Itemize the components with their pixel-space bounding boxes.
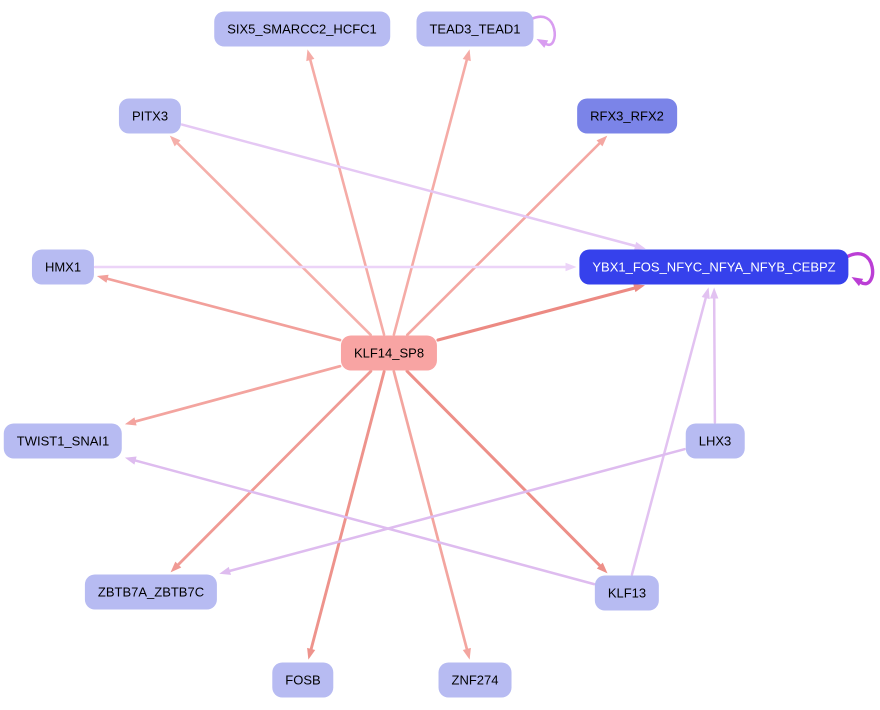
edge-line bbox=[712, 297, 717, 424]
node-ZNF274[interactable]: ZNF274 bbox=[438, 662, 512, 698]
edge-KLF13--YBX1_FOS_NFYC_NFYA_NFYB_CEBPZ bbox=[630, 287, 710, 576]
edge-line bbox=[392, 58, 469, 336]
node-KLF14_SP8[interactable]: KLF14_SP8 bbox=[340, 335, 438, 371]
node-HMX1[interactable]: HMX1 bbox=[31, 249, 95, 285]
edge-line bbox=[228, 447, 686, 573]
arrowhead bbox=[701, 287, 710, 300]
edge-line bbox=[176, 142, 372, 337]
edge-YBX1_FOS_NFYC_NFYA_NFYB_CEBPZ--YBX1_FOS_NFYC_NFYA_NFYB_CEBPZ bbox=[842, 252, 875, 287]
node-FOSB[interactable]: FOSB bbox=[272, 662, 334, 698]
edge-line bbox=[405, 369, 602, 568]
arrowhead bbox=[462, 49, 471, 62]
edge-KLF14_SP8--SIX5_SMARCC2_HCFC1 bbox=[306, 49, 386, 336]
arrowhead bbox=[124, 417, 137, 426]
arrowhead bbox=[851, 277, 864, 287]
arrowhead bbox=[170, 561, 182, 573]
edge-line bbox=[176, 369, 373, 566]
edge-LHX3--ZBTB7A_ZBTB7C bbox=[219, 447, 686, 575]
edge-KLF14_SP8--RFX3_RFX2 bbox=[405, 135, 608, 337]
edge-line bbox=[309, 58, 386, 336]
arrowhead bbox=[462, 647, 471, 660]
edge-line bbox=[134, 459, 596, 586]
edge-KLF14_SP8--TEAD3_TEAD1 bbox=[392, 49, 471, 336]
edge-PITX3--YBX1_FOS_NFYC_NFYA_NFYB_CEBPZ bbox=[180, 123, 646, 250]
edge-line bbox=[405, 142, 601, 337]
node-KLF13[interactable]: KLF13 bbox=[594, 575, 660, 611]
node-TEAD3_TEAD1[interactable]: TEAD3_TEAD1 bbox=[416, 11, 534, 47]
edge-KLF14_SP8--PITX3 bbox=[169, 135, 372, 337]
arrowhead bbox=[709, 287, 719, 299]
edge-line bbox=[134, 364, 342, 423]
arrowhead bbox=[169, 135, 181, 147]
arrowhead bbox=[124, 456, 137, 465]
node-ZBTB7A_ZBTB7C[interactable]: ZBTB7A_ZBTB7C bbox=[84, 574, 218, 610]
arrowhead bbox=[307, 647, 316, 660]
edge-HMX1--YBX1_FOS_NFYC_NFYA_NFYB_CEBPZ bbox=[93, 262, 577, 272]
edge-TEAD3_TEAD1--TEAD3_TEAD1 bbox=[528, 15, 557, 48]
edge-KLF14_SP8--FOSB bbox=[307, 370, 386, 660]
node-PITX3[interactable]: PITX3 bbox=[118, 98, 182, 134]
arrowhead bbox=[633, 284, 645, 293]
edge-KLF14_SP8--KLF13 bbox=[405, 369, 608, 574]
edge-KLF14_SP8--YBX1_FOS_NFYC_NFYA_NFYB_CEBPZ bbox=[436, 284, 645, 342]
arrowhead bbox=[536, 39, 549, 48]
edge-KLF13--TWIST1_SNAI1 bbox=[124, 456, 596, 586]
arrowhead bbox=[96, 274, 109, 283]
arrowhead bbox=[565, 262, 577, 272]
self-loop-line bbox=[842, 252, 875, 286]
arrowhead bbox=[634, 241, 646, 250]
edge-line bbox=[436, 286, 636, 342]
edge-line bbox=[630, 296, 707, 576]
node-RFX3_RFX2[interactable]: RFX3_RFX2 bbox=[577, 98, 677, 134]
node-YBX1_FOS_NFYC_NFYA_NFYB_CEBPZ[interactable]: YBX1_FOS_NFYC_NFYA_NFYB_CEBPZ bbox=[579, 249, 849, 285]
edge-line bbox=[180, 123, 637, 248]
arrowhead bbox=[596, 562, 608, 574]
edge-KLF14_SP8--HMX1 bbox=[96, 274, 342, 342]
node-SIX5_SMARCC2_HCFC1[interactable]: SIX5_SMARCC2_HCFC1 bbox=[214, 11, 390, 47]
edge-KLF14_SP8--ZNF274 bbox=[392, 370, 471, 660]
arrowhead bbox=[219, 566, 231, 575]
edge-line bbox=[309, 370, 386, 651]
edge-KLF14_SP8--ZBTB7A_ZBTB7C bbox=[170, 369, 373, 573]
edge-line bbox=[106, 277, 342, 342]
self-loop-line bbox=[528, 15, 557, 47]
node-TWIST1_SNAI1[interactable]: TWIST1_SNAI1 bbox=[3, 423, 123, 459]
arrowhead bbox=[596, 135, 608, 147]
node-LHX3[interactable]: LHX3 bbox=[685, 423, 745, 459]
edge-KLF14_SP8--TWIST1_SNAI1 bbox=[124, 364, 342, 426]
edge-line bbox=[392, 370, 469, 651]
arrowhead bbox=[306, 49, 315, 62]
edge-LHX3--YBX1_FOS_NFYC_NFYA_NFYB_CEBPZ bbox=[709, 287, 719, 424]
